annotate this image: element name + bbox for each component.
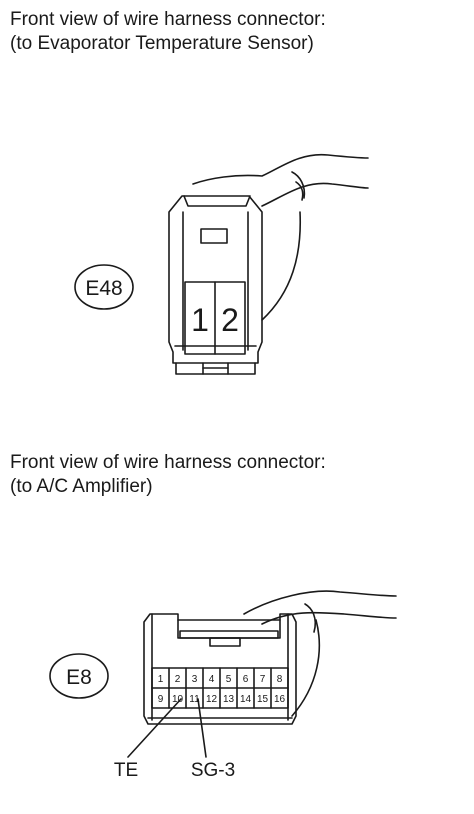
leader-te bbox=[127, 698, 182, 758]
pin-label: 7 bbox=[260, 674, 266, 685]
leader-sg3 bbox=[197, 698, 207, 758]
callout-te: TE bbox=[114, 760, 138, 781]
connector-id-e48: E48 bbox=[85, 277, 122, 300]
pin-label: 15 bbox=[257, 694, 269, 705]
pin-label: 8 bbox=[277, 674, 283, 685]
connector-id-e8: E8 bbox=[66, 666, 92, 689]
pin-label: 2 bbox=[175, 674, 181, 685]
pin-label: 14 bbox=[240, 694, 252, 705]
wire-harness bbox=[192, 153, 369, 185]
pin-label: 1 bbox=[158, 674, 164, 685]
pin-label: 11 bbox=[189, 694, 200, 705]
caption-line-2: (to A/C Amplifier) bbox=[10, 476, 153, 497]
caption-line-1: Front view of wire harness connector: bbox=[10, 9, 326, 30]
pin-label: 3 bbox=[192, 674, 198, 685]
callout-sg3: SG-3 bbox=[191, 760, 235, 781]
pin-label: 16 bbox=[274, 694, 286, 705]
pin-label: 5 bbox=[226, 674, 232, 685]
caption-evaporator-sensor: Front view of wire harness connector: (t… bbox=[10, 8, 326, 56]
pin-label: 6 bbox=[243, 674, 249, 685]
connector-housing bbox=[168, 195, 263, 364]
caption-ac-amplifier: Front view of wire harness connector: (t… bbox=[10, 451, 326, 499]
connector-id-oval bbox=[49, 653, 109, 699]
pin-label: 10 bbox=[172, 694, 184, 705]
connector-id-oval bbox=[74, 264, 134, 310]
connector-e8 bbox=[49, 590, 397, 758]
caption-line-1: Front view of wire harness connector: bbox=[10, 452, 326, 473]
pin-label: 9 bbox=[158, 694, 164, 705]
pin-label-2: 2 bbox=[221, 302, 239, 338]
pin-label-1: 1 bbox=[191, 302, 209, 338]
pin-label: 13 bbox=[223, 694, 235, 705]
pin-label: 12 bbox=[206, 694, 218, 705]
caption-line-2: (to Evaporator Temperature Sensor) bbox=[10, 33, 314, 54]
pin-label: 4 bbox=[209, 674, 215, 685]
wire-harness bbox=[243, 590, 397, 615]
connector-e48 bbox=[74, 153, 369, 375]
latch bbox=[183, 195, 251, 207]
